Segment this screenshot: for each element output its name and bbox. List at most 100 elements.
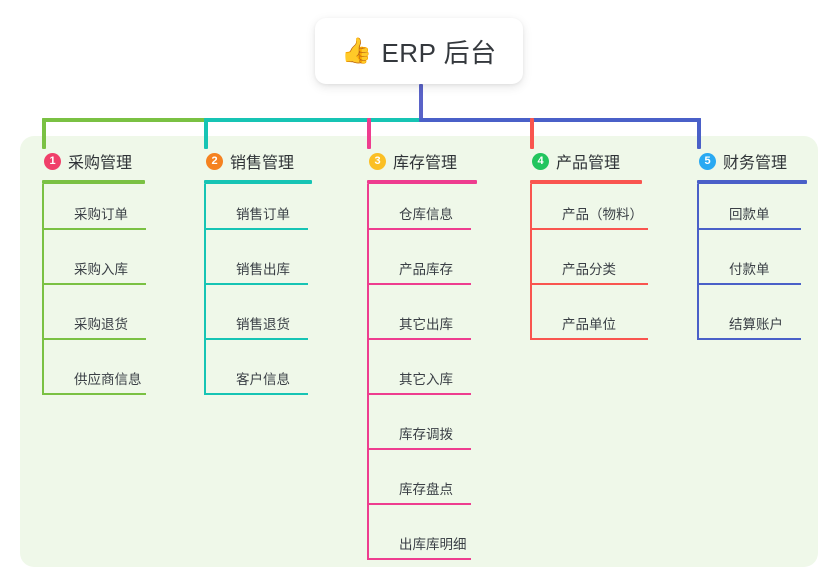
branch-drop-2 — [204, 118, 208, 149]
leaf-item[interactable]: 采购入库 — [42, 239, 146, 294]
branch-column-1: 1 采购管理采购订单采购入库采购退货供应商信息 — [42, 149, 146, 404]
branch-column-4: 4 产品管理产品（物料） 产品分类产品单位 — [530, 149, 648, 349]
leaf-item-label: 销售退货 — [236, 317, 290, 332]
branch-drop-5 — [697, 118, 701, 149]
leaf-item-rule — [204, 283, 308, 285]
leaf-item[interactable]: 销售订单 — [204, 184, 312, 239]
leaf-item[interactable]: 产品（物料） — [530, 184, 648, 239]
leaf-item[interactable]: 其它出库 — [367, 294, 477, 349]
trunk-bar-segment-1 — [42, 118, 206, 122]
leaf-item-label: 产品库存 — [399, 262, 453, 277]
leaf-item-rule — [367, 338, 471, 340]
leaf-item[interactable]: 供应商信息 — [42, 349, 146, 404]
leaf-item-label: 供应商信息 — [74, 372, 142, 387]
branch-badge-5: 5 — [699, 152, 716, 170]
leaf-item[interactable]: 出库库明细 — [367, 514, 477, 569]
leaf-item[interactable]: 客户信息 — [204, 349, 312, 404]
branch-item-list-4: 产品（物料） 产品分类产品单位 — [530, 184, 648, 349]
leaf-item-rule — [367, 283, 471, 285]
branch-badge-2: 2 — [206, 152, 223, 170]
leaf-item-label: 采购入库 — [74, 262, 128, 277]
branch-rule-1 — [42, 180, 145, 184]
branch-drop-1 — [42, 118, 46, 149]
root-title: ERP 后台 — [381, 37, 497, 68]
branch-title-4: 产品管理 — [556, 155, 621, 172]
leaf-item-rule — [367, 558, 471, 560]
leaf-item-label: 其它出库 — [399, 317, 453, 332]
trunk-bar-segment-2 — [204, 118, 369, 122]
leaf-item-label: 出库库明细 — [399, 537, 467, 552]
leaf-item-rule — [42, 393, 146, 395]
branch-header-5[interactable]: 5 财务管理 — [697, 149, 807, 173]
leaf-item-label: 产品单位 — [562, 317, 616, 332]
leaf-item-rule — [367, 448, 471, 450]
leaf-item[interactable]: 采购订单 — [42, 184, 146, 239]
leaf-item-label: 客户信息 — [236, 372, 290, 387]
branch-badge-1: 1 — [44, 152, 61, 170]
leaf-item-rule — [530, 338, 648, 340]
branch-item-list-3: 仓库信息产品库存其它出库其它入库库存调拨库存盘点出库库明细 — [367, 184, 477, 569]
branch-spine-4 — [530, 184, 532, 339]
leaf-item-label: 其它入库 — [399, 372, 453, 387]
branch-item-list-5: 回款单付款单结算账户 — [697, 184, 807, 349]
leaf-item[interactable]: 产品单位 — [530, 294, 648, 349]
leaf-item-rule — [42, 283, 146, 285]
leaf-item-rule — [367, 393, 471, 395]
leaf-item[interactable]: 产品分类 — [530, 239, 648, 294]
branch-title-5: 财务管理 — [723, 155, 788, 172]
leaf-item[interactable]: 销售出库 — [204, 239, 312, 294]
branch-spine-1 — [42, 184, 44, 394]
leaf-item[interactable]: 产品库存 — [367, 239, 477, 294]
branch-title-1: 采购管理 — [68, 155, 133, 172]
branch-badge-4: 4 — [532, 152, 549, 170]
branch-header-1[interactable]: 1 采购管理 — [42, 149, 145, 173]
leaf-item-rule — [367, 503, 471, 505]
leaf-item-label: 仓库信息 — [399, 207, 453, 222]
branch-spine-2 — [204, 184, 206, 394]
leaf-item[interactable]: 销售退货 — [204, 294, 312, 349]
leaf-item-label: 产品分类 — [562, 262, 616, 277]
leaf-item-rule — [42, 228, 146, 230]
leaf-item[interactable]: 库存调拨 — [367, 404, 477, 459]
leaf-item-label: 付款单 — [729, 262, 770, 277]
leaf-item-label: 产品（物料） — [562, 207, 643, 222]
leaf-item-rule — [204, 338, 308, 340]
branch-rule-4 — [530, 180, 642, 184]
branch-rule-3 — [367, 180, 477, 184]
leaf-item-label: 库存调拨 — [399, 427, 453, 442]
leaf-item-rule — [530, 283, 648, 285]
branch-drop-4 — [530, 118, 534, 149]
leaf-item[interactable]: 其它入库 — [367, 349, 477, 404]
branch-header-4[interactable]: 4 产品管理 — [530, 149, 642, 173]
trunk-bar-segment-3 — [367, 118, 423, 122]
leaf-item-rule — [42, 338, 146, 340]
branch-item-list-1: 采购订单采购入库采购退货供应商信息 — [42, 184, 146, 404]
leaf-item[interactable]: 付款单 — [697, 239, 807, 294]
branch-title-3: 库存管理 — [393, 155, 458, 172]
leaf-item[interactable]: 库存盘点 — [367, 459, 477, 514]
leaf-item[interactable]: 采购退货 — [42, 294, 146, 349]
root-node[interactable]: 👍 ERP 后台 — [315, 18, 523, 84]
leaf-item-rule — [697, 338, 801, 340]
branch-drop-3 — [367, 118, 371, 149]
branch-rule-5 — [697, 180, 807, 184]
leaf-item-label: 销售出库 — [236, 262, 290, 277]
leaf-item[interactable]: 结算账户 — [697, 294, 807, 349]
leaf-item-rule — [204, 228, 308, 230]
leaf-item-label: 回款单 — [729, 207, 770, 222]
branch-spine-3 — [367, 184, 369, 559]
branch-column-5: 5 财务管理回款单付款单结算账户 — [697, 149, 807, 349]
branch-item-list-2: 销售订单销售出库销售退货客户信息 — [204, 184, 312, 404]
thumbs-up-icon: 👍 — [341, 36, 373, 65]
leaf-item[interactable]: 仓库信息 — [367, 184, 477, 239]
mindmap-panel — [20, 136, 818, 567]
trunk-bar-segment-4 — [419, 118, 701, 122]
leaf-item[interactable]: 回款单 — [697, 184, 807, 239]
leaf-item-rule — [204, 393, 308, 395]
leaf-item-label: 结算账户 — [729, 317, 783, 332]
leaf-item-label: 采购订单 — [74, 207, 128, 222]
